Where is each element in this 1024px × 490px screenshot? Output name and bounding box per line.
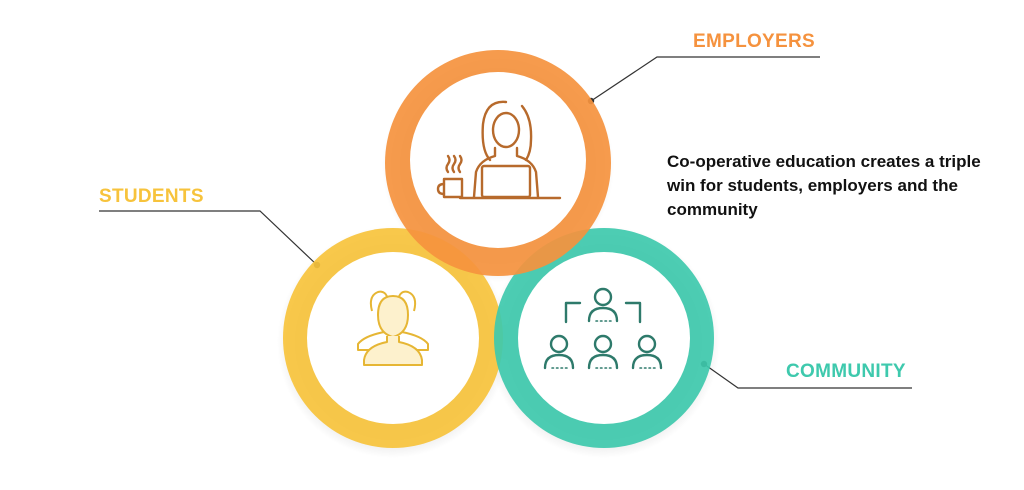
- organization-chart-icon: [543, 287, 663, 370]
- woman-at-laptop-icon: [436, 100, 562, 200]
- community-label: COMMUNITY: [786, 361, 906, 382]
- description-text: Co-operative education creates a triple …: [667, 152, 981, 219]
- employers-leader-line: [590, 56, 820, 102]
- students-leader-line: [99, 210, 318, 266]
- community-inner-circle: [518, 252, 690, 424]
- group-of-people-icon: [357, 290, 429, 366]
- students-label: STUDENTS: [99, 186, 204, 207]
- employers-label: EMPLOYERS: [693, 31, 815, 52]
- employers-inner-circle: [410, 72, 586, 248]
